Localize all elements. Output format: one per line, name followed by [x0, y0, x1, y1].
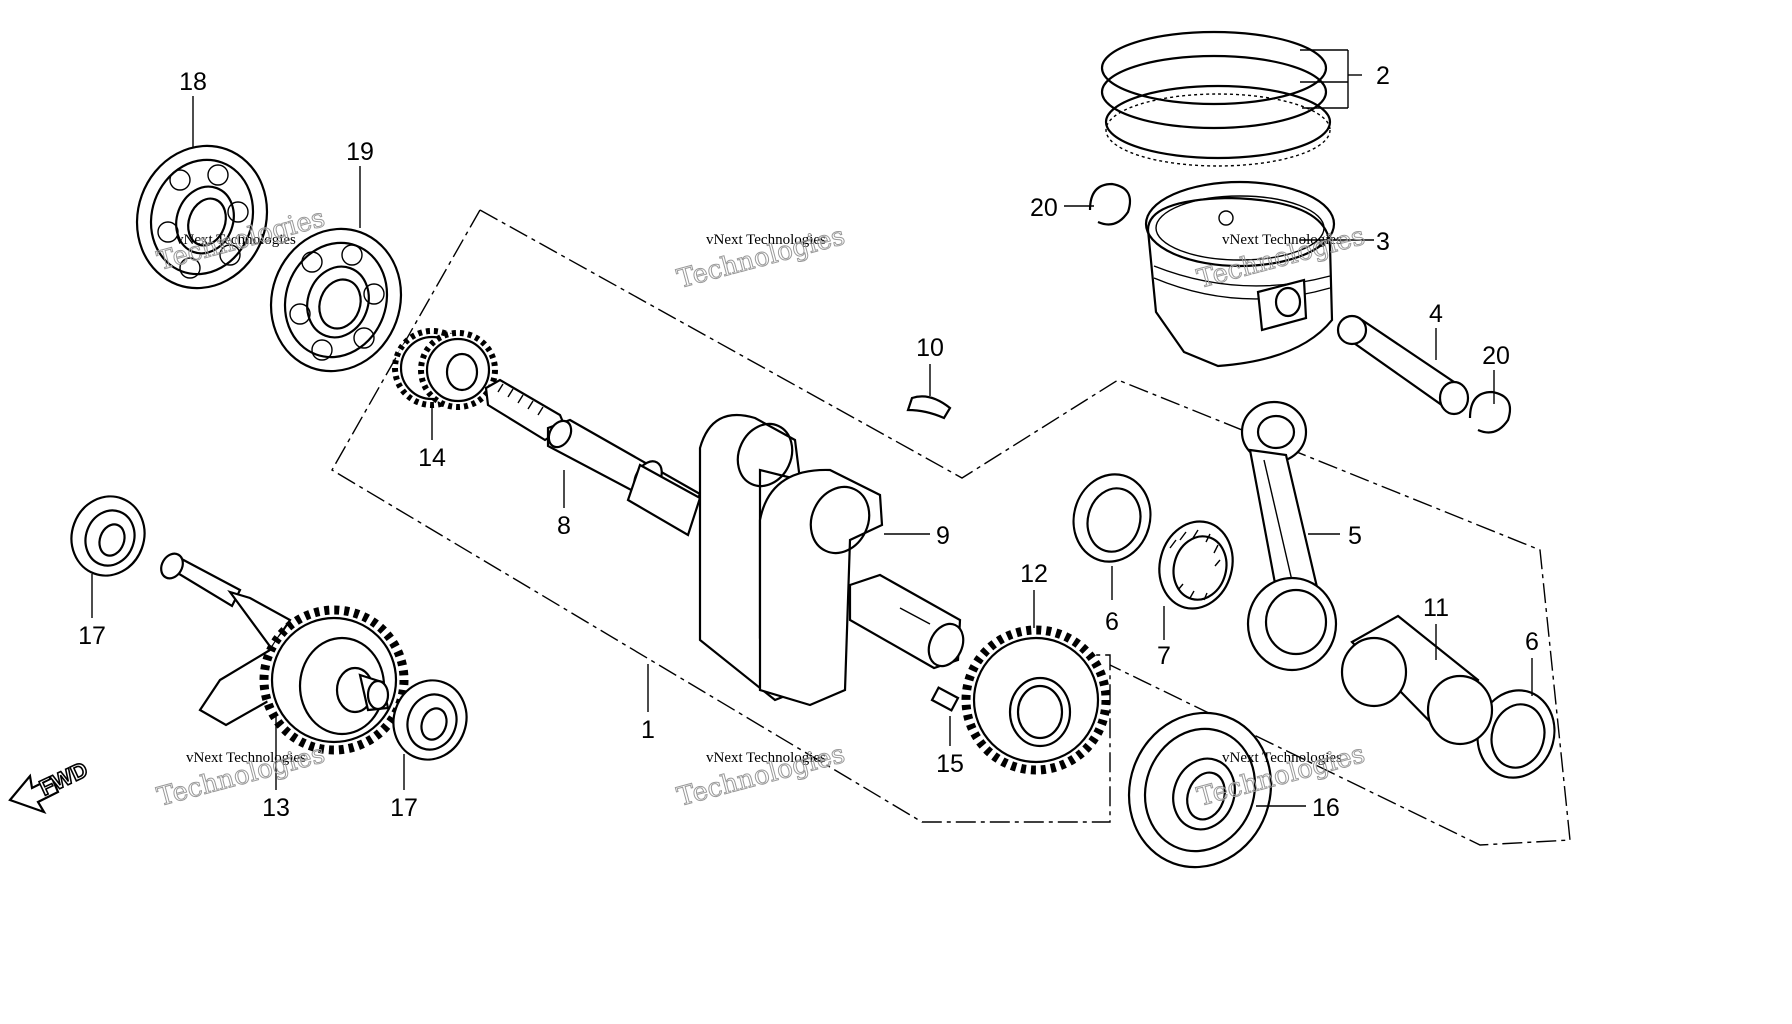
- piston-3: [1144, 180, 1336, 368]
- label-14: 14: [418, 444, 446, 472]
- ball-bearing-17-left: [70, 495, 146, 577]
- watermark-text: vNext Technologies: [706, 232, 826, 248]
- label-7: 7: [1157, 642, 1171, 670]
- ball-bearing-16: [1127, 711, 1273, 869]
- assembly-outline: [331, 209, 1571, 846]
- label-18: 18: [179, 68, 207, 96]
- label-3: 3: [1376, 228, 1390, 256]
- label-2: 2: [1376, 62, 1390, 90]
- label-19: 19: [346, 138, 374, 166]
- watermark-text: vNext Technologies: [1222, 750, 1342, 766]
- arrow-left-down-icon: [8, 773, 60, 815]
- leader-lines: [91, 49, 1533, 807]
- crank-pin-11: [1340, 614, 1494, 746]
- label-12: 12: [1020, 560, 1048, 588]
- thrust-washer-6-right: [1476, 689, 1556, 779]
- label-9: 9: [936, 522, 950, 550]
- label-10: 10: [916, 334, 944, 362]
- crankshaft-shaft-8: [484, 378, 702, 537]
- ball-bearing-19: [269, 227, 403, 373]
- fwd-label: FWD: [36, 757, 92, 801]
- label-8: 8: [557, 512, 571, 540]
- fwd-direction-indicator: FWD: [8, 756, 92, 815]
- label-16: 16: [1312, 794, 1340, 822]
- label-17-left: 17: [78, 622, 106, 650]
- ball-bearing-18: [135, 144, 269, 290]
- label-1: 1: [641, 716, 655, 744]
- piston-pin-4: [1336, 314, 1470, 416]
- label-6-left: 6: [1105, 608, 1119, 636]
- part-number-labels: 18 19 2 20 3 4 20 5 6 7 11 6 10 9 8 14 1…: [78, 62, 1539, 822]
- watermark-text: vNext Technologies: [706, 750, 826, 766]
- gear-12: [961, 625, 1111, 775]
- label-4: 4: [1429, 300, 1443, 328]
- needle-bearing-7: [1158, 520, 1234, 610]
- circlip-20-lower: [1468, 390, 1512, 434]
- watermark-text: vNext Technologies: [176, 232, 296, 248]
- label-20-upper: 20: [1030, 194, 1058, 222]
- woodruff-key-10: [906, 395, 952, 420]
- label-15: 15: [936, 750, 964, 778]
- pin-15: [930, 686, 960, 712]
- ball-bearing-17-right: [392, 679, 468, 761]
- balancer-shaft-13: [160, 552, 409, 755]
- label-17-right: 17: [390, 794, 418, 822]
- crank-webs-9: [698, 413, 965, 707]
- connecting-rod-5: [1240, 400, 1338, 672]
- watermark-text: vNext Technologies: [1222, 232, 1342, 248]
- watermark-text: vNext Technologies: [186, 750, 306, 766]
- piston-rings-2: [1100, 30, 1332, 167]
- thrust-washer-6-left: [1072, 473, 1152, 563]
- label-6-right: 6: [1525, 628, 1539, 656]
- label-5: 5: [1348, 522, 1362, 550]
- gear-14: [392, 328, 498, 410]
- label-13: 13: [262, 794, 290, 822]
- circlip-20-upper: [1088, 182, 1132, 226]
- label-11: 11: [1423, 594, 1449, 622]
- label-20-lower: 20: [1482, 342, 1510, 370]
